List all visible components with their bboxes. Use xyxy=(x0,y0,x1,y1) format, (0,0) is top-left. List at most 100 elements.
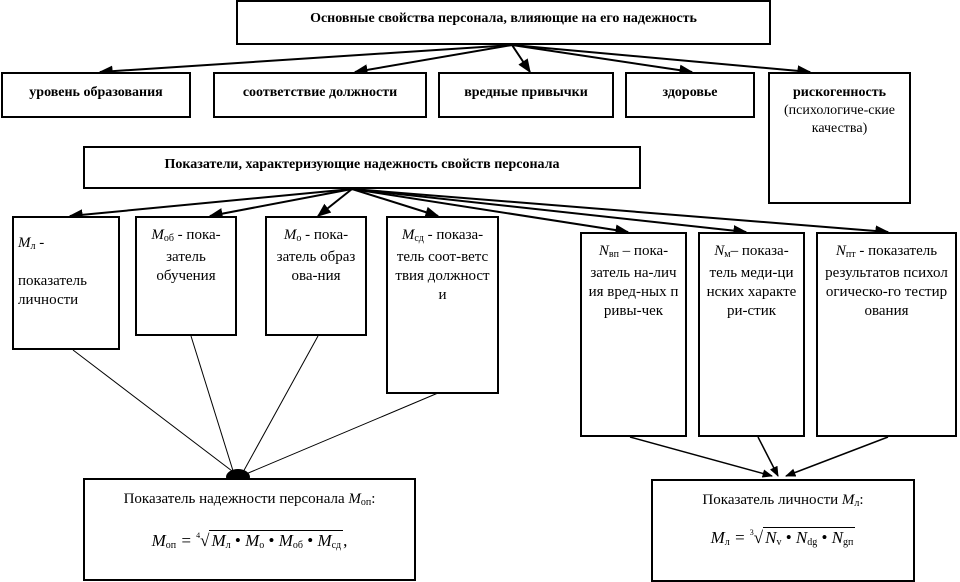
formula-term-sub: dg xyxy=(807,537,818,548)
formula-term-sub: сд xyxy=(331,540,342,551)
link-msd-to-reliability xyxy=(245,392,439,475)
indicator-symbol: M xyxy=(283,227,297,243)
main-title-box: Основные свойства персонала, влияющие на… xyxy=(236,0,771,45)
arrow-ind-to-msd xyxy=(351,188,440,218)
arrow-ind-to-nvp xyxy=(351,188,630,236)
indicator-nvp: Nвп – пока- затель на-личия вред-ных при… xyxy=(580,232,687,437)
indicator-mob: Mоб - пока- затель обучения xyxy=(135,216,237,336)
formula-term: M xyxy=(278,531,293,550)
reliability-symbol: M xyxy=(348,491,361,507)
formula-term: N xyxy=(795,528,808,547)
main-title: Основные свойства персонала, влияющие на… xyxy=(310,11,697,26)
arrow-ind-to-nm xyxy=(351,188,748,237)
property-bad-habits: вредные привычки xyxy=(438,72,614,118)
personality-formula: Mл = 3√Nv • Ndg • Ngп xyxy=(653,523,913,552)
indicators-title: Показатели, характеризующие надежность с… xyxy=(164,157,560,172)
radicand: Nv • Ndg • Ngп xyxy=(763,527,856,552)
property-position-fit: соответствие должности xyxy=(213,72,427,118)
property-label: рискогенность xyxy=(793,85,886,100)
operator-dot: • xyxy=(230,531,246,550)
arrow-ind-to-ml xyxy=(68,188,353,221)
indicator-symbol: M xyxy=(151,227,164,243)
formula-lhs-sub: оп xyxy=(165,540,177,551)
arrow-title-to-position xyxy=(353,44,513,76)
operator-dot: • xyxy=(264,531,279,550)
arrow-nm-to-personality xyxy=(757,436,779,477)
root-index: 4 xyxy=(196,531,201,540)
indicator-symbol: M xyxy=(401,227,415,243)
formula-term: M xyxy=(211,531,226,550)
property-health: здоровье xyxy=(625,72,755,118)
formula-term: N xyxy=(831,528,844,547)
reliability-heading: Показатель надежности персонала Mоп: xyxy=(123,491,376,508)
property-note: (психологиче-ские качества) xyxy=(784,103,896,136)
indicator-suffix: – показа- xyxy=(730,243,789,259)
radicand: Mл • Mо • Mоб • Mсд xyxy=(209,530,344,555)
indicator-suffix: – пока- xyxy=(618,243,669,259)
formula-term-sub: об xyxy=(292,540,303,551)
indicator-nm: Nм– показа- тель меди-цинских характери-… xyxy=(698,232,805,437)
indicator-subscript: л xyxy=(30,241,36,252)
reliability-formula: Mоп = 4√Mл • Mо • Mоб • Mсд, xyxy=(85,526,414,555)
indicator-ml: Mл - показатель личности xyxy=(12,216,120,350)
indicator-suffix: - показа- xyxy=(423,227,484,243)
personality-result-box: Показатель личности Mл: Mл = 3√Nv • Ndg … xyxy=(651,479,915,582)
indicator-subscript: вп xyxy=(608,249,619,260)
personality-title: Показатель личности xyxy=(702,492,839,508)
arrow-ind-to-npt xyxy=(351,188,890,237)
property-risk: рискогенность (психологиче-ские качества… xyxy=(768,72,911,204)
indicator-subscript: м xyxy=(724,249,731,260)
link-mob-to-reliability xyxy=(190,335,235,475)
indicator-symbol: M xyxy=(18,235,31,251)
formula-term: N xyxy=(765,528,777,547)
indicator-desc: затель на-личия вред-ных привы-чек xyxy=(588,265,679,319)
indicator-subscript: пт xyxy=(845,249,856,260)
indicator-suffix: - показатель xyxy=(855,243,938,259)
formula-lhs: M xyxy=(710,528,725,547)
formula-term: M xyxy=(317,531,332,550)
property-label: вредные привычки xyxy=(464,85,588,100)
indicator-desc: показатель личности xyxy=(18,273,87,308)
property-education: уровень образования xyxy=(1,72,191,118)
property-label: уровень образования xyxy=(29,85,163,100)
indicator-msd: Mсд - показа- тель соот-ветствия должнос… xyxy=(386,216,499,394)
indicator-subscript: сд xyxy=(414,233,424,244)
indicator-suffix: - пока- xyxy=(301,227,349,243)
operator-dot: • xyxy=(781,528,796,547)
formula-term-sub: gп xyxy=(843,537,854,548)
formula-lhs-sub: л xyxy=(724,537,730,548)
indicator-symbol: N xyxy=(714,243,725,259)
property-label: здоровье xyxy=(662,85,718,100)
operator-dot: • xyxy=(817,528,832,547)
indicators-title-box: Показатели, характеризующие надежность с… xyxy=(83,146,641,189)
indicator-mo: Mо - пока- затель образова-ния xyxy=(265,216,367,336)
operator-dot: • xyxy=(302,531,318,550)
arrow-title-to-health xyxy=(511,44,694,76)
formula-term: M xyxy=(245,531,260,550)
formula-term-sub: л xyxy=(225,540,231,551)
reliability-result-box: Показатель надежности персонала Mоп: Mоп… xyxy=(83,478,416,581)
arrow-title-to-habits xyxy=(511,44,531,74)
arrow-ind-to-mob xyxy=(208,188,353,220)
reliability-title: Показатель надежности персонала xyxy=(123,491,345,507)
root-index: 3 xyxy=(749,528,754,537)
formula-term-sub: о xyxy=(259,540,265,551)
indicator-desc: затель образова-ния xyxy=(276,249,356,284)
arrow-nvp-to-personality xyxy=(629,436,774,478)
arrow-npt-to-personality xyxy=(785,436,889,477)
indicator-subscript: об xyxy=(163,233,174,244)
reliability-subscript: оп xyxy=(360,497,372,508)
formula-term-sub: v xyxy=(776,537,782,548)
arrow-ind-to-mo xyxy=(316,188,353,217)
formula-trailing: , xyxy=(343,531,348,550)
indicator-subscript: о xyxy=(296,233,302,244)
indicator-suffix: - пока- xyxy=(173,227,221,243)
formula-lhs: M xyxy=(151,531,166,550)
property-label: соответствие должности xyxy=(242,85,398,100)
personality-symbol: M xyxy=(841,492,855,508)
indicator-symbol: N xyxy=(835,243,846,259)
personality-subscript: л xyxy=(854,498,860,509)
link-ml-to-reliability xyxy=(72,349,237,475)
indicator-desc: результатов психологическо-го тестирован… xyxy=(825,265,948,319)
arrow-title-to-risk xyxy=(511,44,812,77)
